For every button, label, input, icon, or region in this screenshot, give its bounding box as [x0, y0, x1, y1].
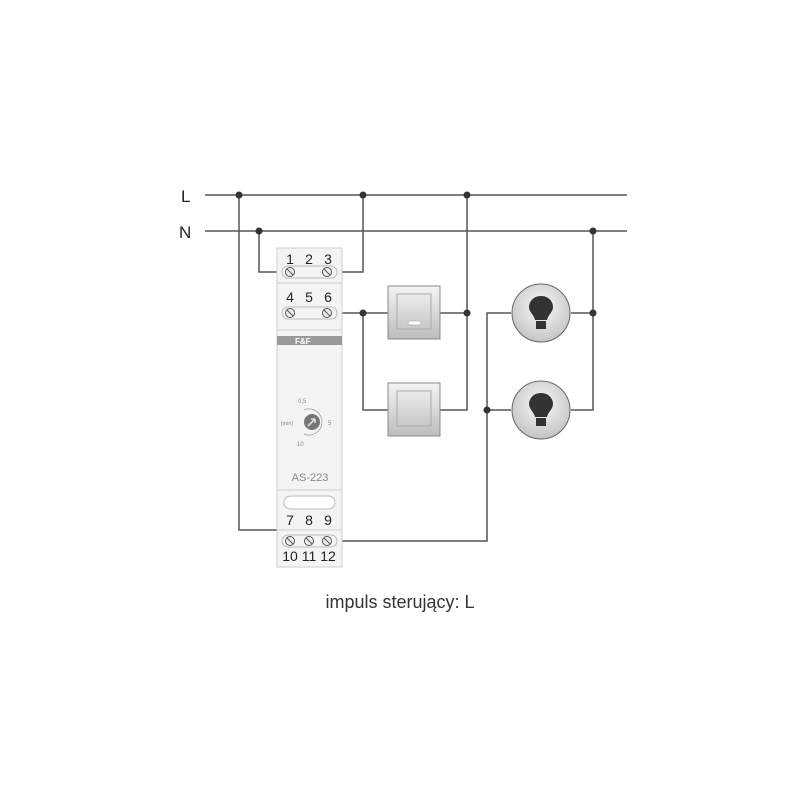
terminal-8-label: 8 [305, 512, 313, 528]
wire-lamp2-out [571, 231, 594, 411]
diagram-caption: impuls sterujący: L [325, 592, 475, 612]
wire-lamps-terminal12 [327, 312, 511, 542]
brand-band [277, 336, 342, 345]
line-L-label: L [181, 187, 190, 206]
module-body [276, 247, 343, 568]
push-button-2 [387, 382, 441, 437]
terminal-2-label: 2 [305, 251, 313, 267]
terminal-1-label: 1 [286, 251, 294, 267]
relay-module-as223: 1 2 3 4 5 6 7 8 9 10 11 12 F&F 0,5 5 10 … [276, 247, 343, 568]
terminal-7-label: 7 [286, 512, 294, 528]
terminal-12-label: 12 [320, 548, 336, 564]
terminal-6-label: 6 [324, 289, 332, 305]
terminal-3-label: 3 [324, 251, 332, 267]
dial-max-label: 10 [297, 442, 304, 448]
terminal-11-label: 11 [302, 548, 317, 564]
wires [205, 194, 627, 542]
dial-arrow-icon [307, 418, 316, 427]
dial-unit-label: [min] [281, 421, 293, 427]
junction-dot [463, 309, 471, 317]
model-label: AS-223 [292, 472, 329, 484]
terminal-screws [285, 267, 332, 546]
junction-dot [589, 309, 597, 317]
junction-dot [359, 191, 367, 199]
junction-dot [235, 191, 243, 199]
junction-dot [255, 227, 263, 235]
terminal-9-label: 9 [324, 512, 332, 528]
junction-dot [483, 406, 491, 414]
time-dial[interactable]: 0,5 5 10 [min] [281, 399, 332, 448]
light-bulb-icon [529, 296, 553, 329]
dial-min-label: 0,5 [298, 399, 307, 405]
lamp-2 [511, 380, 571, 440]
push-button-1 [387, 285, 441, 340]
indicator-light-icon [407, 320, 422, 326]
junction-dots [235, 191, 597, 414]
dial-mid-label: 5 [328, 421, 332, 427]
brand-logo: F&F [295, 337, 311, 346]
junction-dot [359, 309, 367, 317]
terminal-4-label: 4 [286, 289, 294, 305]
junction-dot [463, 191, 471, 199]
terminal-10-label: 10 [282, 548, 298, 564]
junction-dot [589, 227, 597, 235]
wire-switch2-out [440, 195, 468, 411]
lamp-1 [511, 283, 571, 343]
terminal-5-label: 5 [305, 289, 313, 305]
line-N-label: N [179, 223, 191, 242]
light-bulb-icon [529, 393, 553, 426]
wire-switch2-in [362, 313, 388, 411]
